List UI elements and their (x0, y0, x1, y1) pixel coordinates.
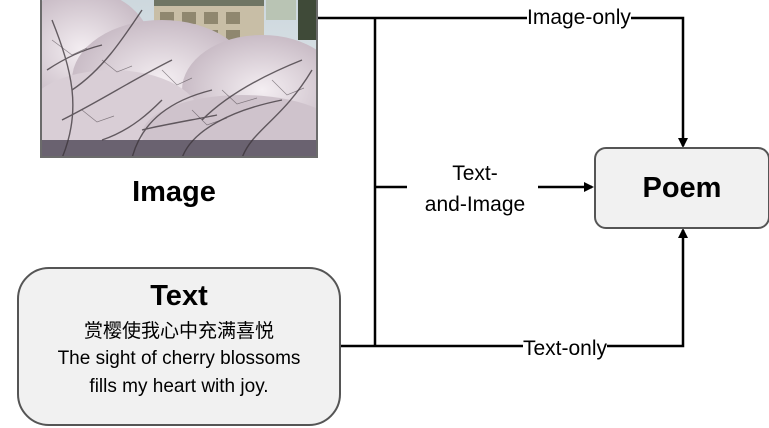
text-only-path (375, 228, 688, 348)
cherry-blossom-photo (40, 0, 318, 158)
image-node-label: Image (132, 176, 216, 208)
text-node-chinese-line: 赏樱使我心中充满喜悦 (83, 320, 274, 342)
image-only-path (375, 16, 688, 148)
text-node-english-line-1: The sight of cherry blossoms (57, 348, 301, 369)
edge-label-image-only: Image-only (527, 6, 631, 30)
cherry-blossom-image (42, 0, 316, 156)
poem-node: Poem (594, 147, 769, 229)
edge-label-text-only: Text-only (523, 337, 608, 361)
poem-node-label: Poem (642, 171, 722, 204)
text-node-title: Text (150, 280, 208, 312)
edge-label-text-and-image-line-1: Text- (452, 162, 498, 185)
edge-label-text-and-image-line-2: and-Image (424, 193, 526, 216)
text-node: Text 赏樱使我心中充满喜悦 The sight of cherry blos… (17, 267, 341, 426)
text-node-english-line-2: fills my heart with joy. (89, 376, 269, 397)
edge-label-text-and-image: Text- and-Image (405, 158, 545, 220)
